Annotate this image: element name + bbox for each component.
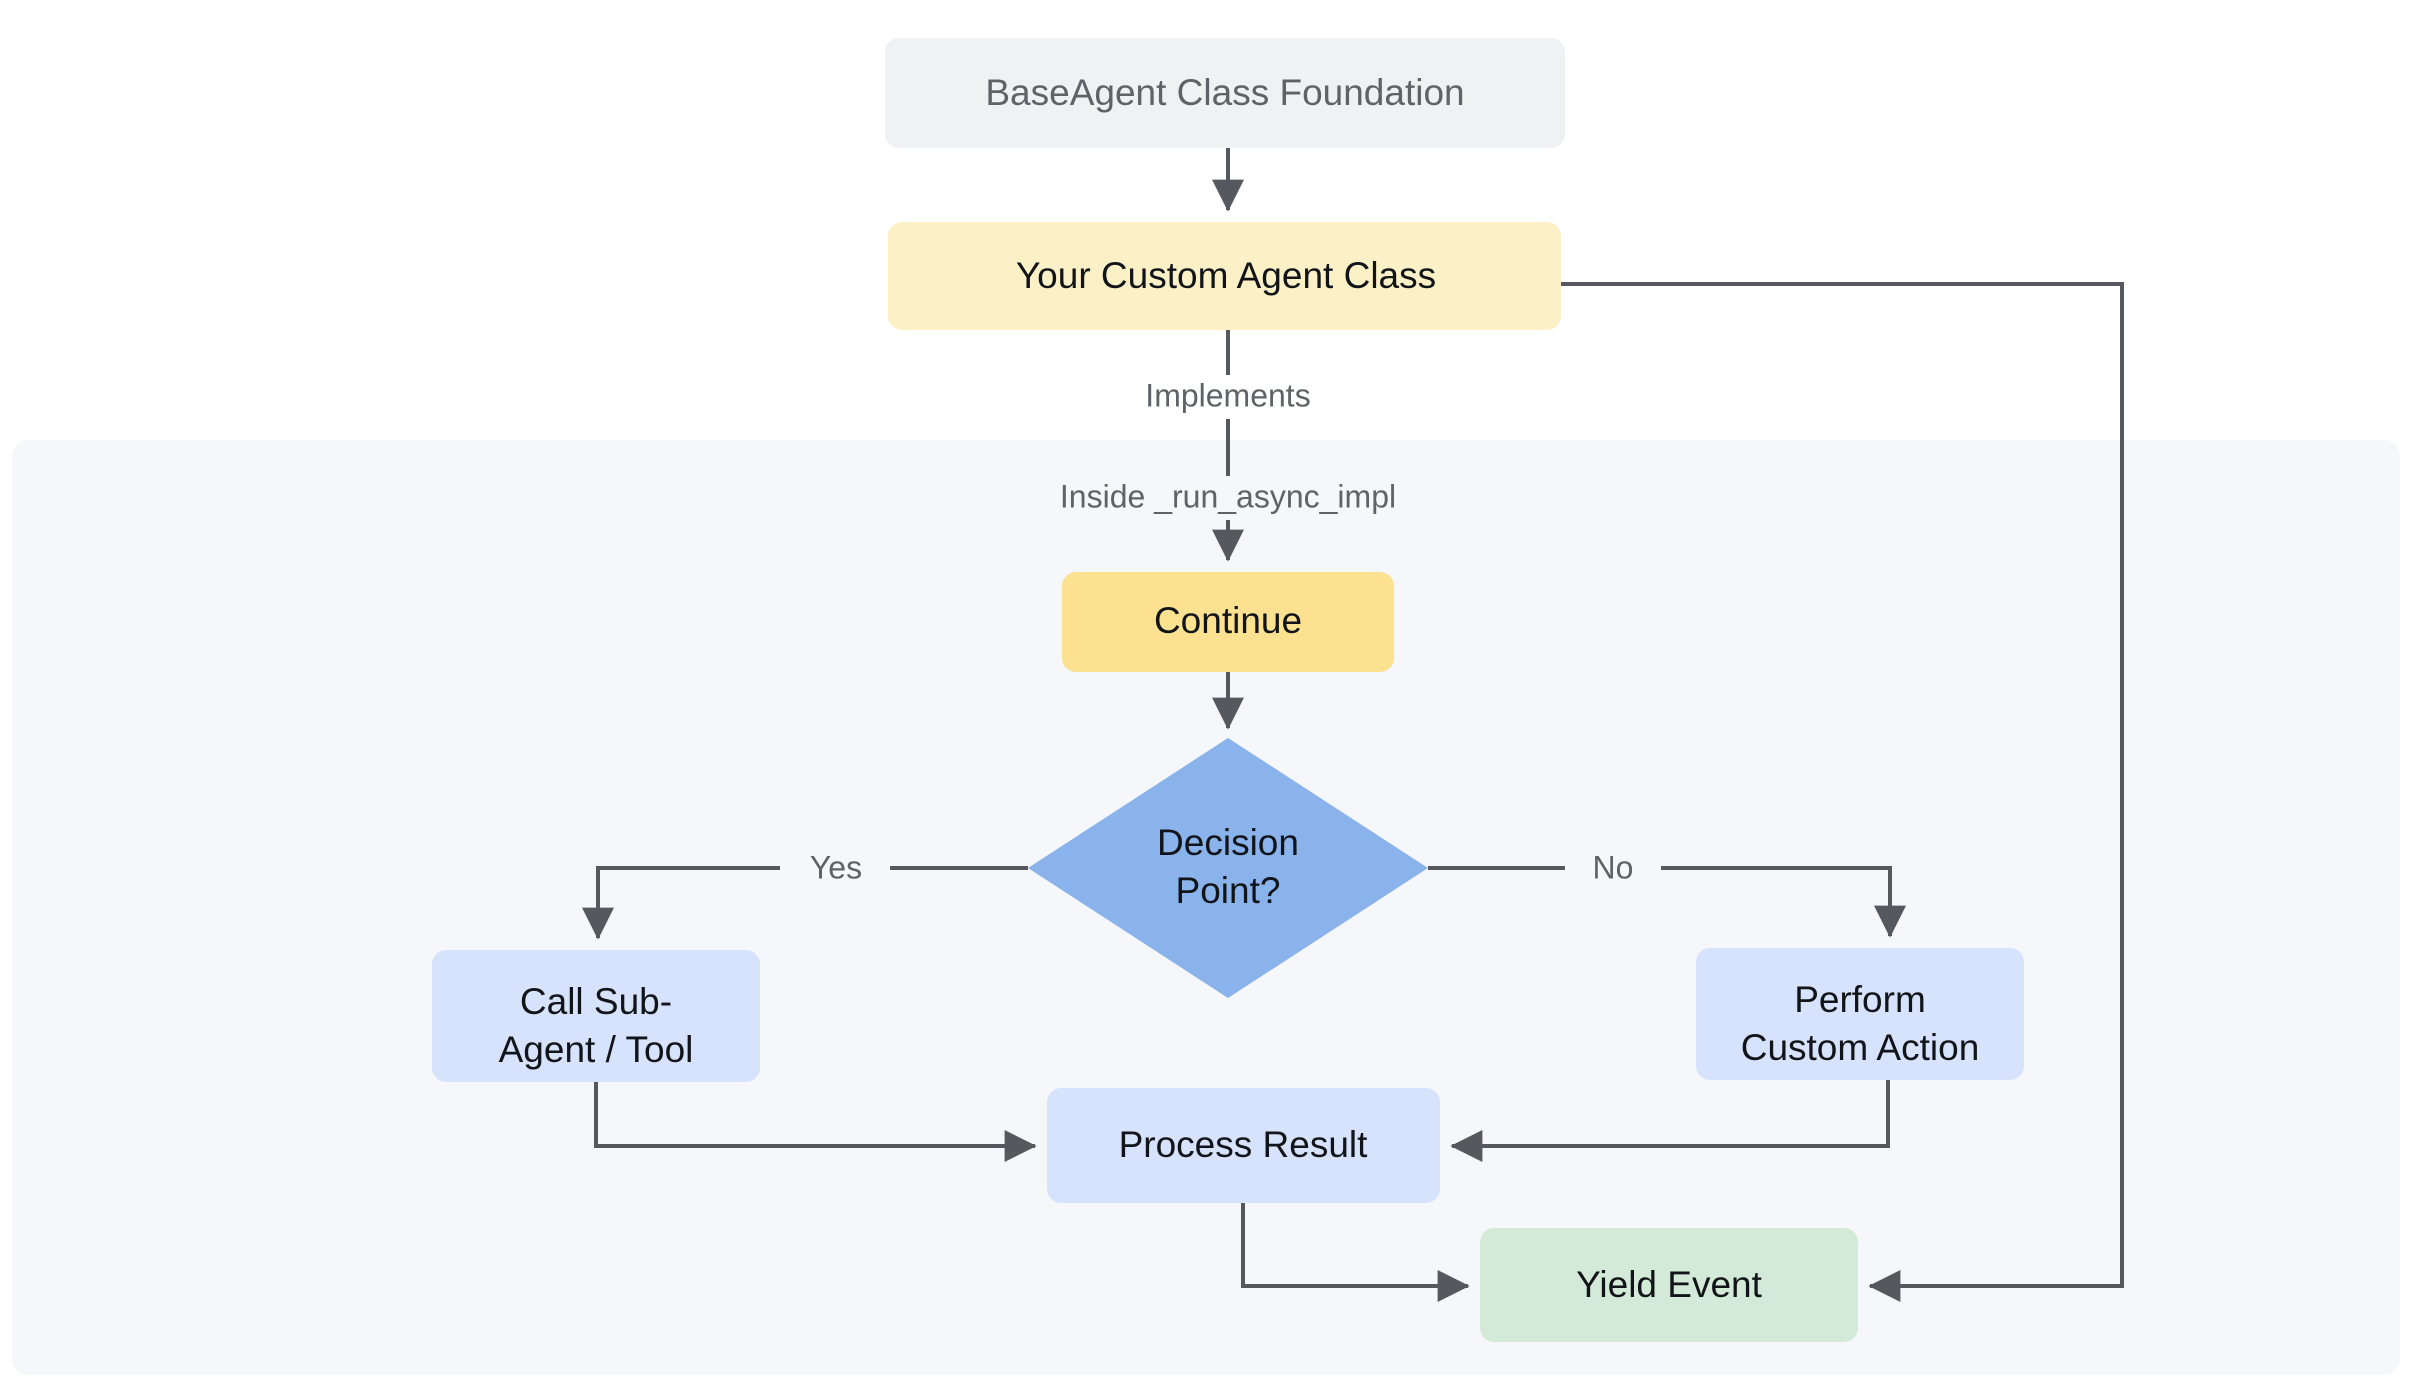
edge-label-inside-impl-bg — [1030, 476, 1426, 520]
node-call-sub-agent-label-line1: Call Sub- — [520, 981, 672, 1022]
node-yield-event[interactable]: Yield Event — [1480, 1228, 1858, 1342]
edge-process-to-yield — [1241, 1203, 1470, 1302]
node-continue-label: Continue — [1154, 600, 1302, 641]
edge-labels-layer: Implements Inside _run_async_impl Yes No — [780, 375, 1661, 890]
node-call-sub-agent-label-line2: Agent / Tool — [499, 1029, 694, 1070]
edge-action-to-process — [1450, 1080, 1890, 1162]
node-process-result-label: Process Result — [1119, 1124, 1369, 1165]
node-perform-custom-action-label-line1: Perform — [1794, 979, 1926, 1020]
edge-subagent-to-process — [594, 1082, 1037, 1162]
node-call-sub-agent[interactable]: Call Sub- Agent / Tool — [432, 950, 760, 1082]
node-decision-point-label-line1: Decision — [1157, 822, 1299, 863]
node-custom-agent-label: Your Custom Agent Class — [1016, 255, 1436, 296]
edge-label-implements-bg — [1120, 375, 1336, 419]
node-base-agent-shape[interactable] — [885, 38, 1565, 148]
node-decision-point-label-line2: Point? — [1176, 870, 1281, 911]
node-process-result[interactable]: Process Result — [1047, 1088, 1440, 1203]
node-base-agent-label: BaseAgent Class Foundation — [985, 72, 1464, 113]
edge-label-yes-bg — [780, 848, 890, 890]
node-continue[interactable]: Continue — [1062, 572, 1394, 672]
node-decision-point[interactable]: Decision Point? — [1028, 738, 1428, 998]
edge-label-yes: Yes — [810, 849, 862, 885]
node-perform-custom-action[interactable]: Perform Custom Action — [1696, 948, 2024, 1080]
node-perform-custom-action-shape[interactable] — [1696, 948, 2024, 1080]
edges-layer — [582, 148, 2124, 1302]
node-yield-event-label: Yield Event — [1576, 1264, 1763, 1305]
node-custom-agent[interactable]: Your Custom Agent Class — [888, 222, 1561, 330]
node-process-result-shape[interactable] — [1047, 1088, 1440, 1203]
edge-label-inside-run-async-impl: Inside _run_async_impl — [1060, 478, 1396, 514]
node-decision-point-shape[interactable] — [1028, 738, 1428, 998]
edge-label-implements: Implements — [1145, 377, 1310, 413]
node-base-agent[interactable]: BaseAgent Class Foundation — [885, 38, 1565, 148]
node-call-sub-agent-shape[interactable] — [432, 950, 760, 1082]
node-custom-agent-shape[interactable] — [888, 222, 1561, 330]
node-perform-custom-action-label-line2: Custom Action — [1741, 1027, 1980, 1068]
node-continue-shape[interactable] — [1062, 572, 1394, 672]
edge-label-no: No — [1593, 849, 1634, 885]
node-yield-event-shape[interactable] — [1480, 1228, 1858, 1342]
edge-custom-agent-to-yield — [1561, 282, 2124, 1302]
edge-label-no-bg — [1565, 848, 1661, 890]
